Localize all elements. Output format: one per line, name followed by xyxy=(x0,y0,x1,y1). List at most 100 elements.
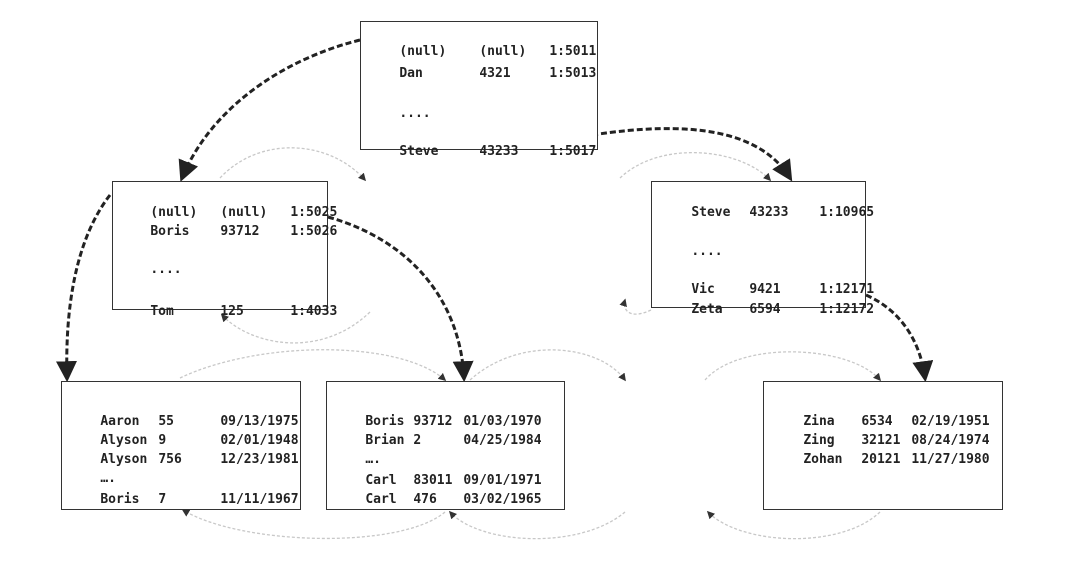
intermediate-index-page-left: (null) (null) 1:5025 Boris 93712 1:5026 ....… xyxy=(112,181,337,319)
page-pointer: 1:5026 xyxy=(290,224,338,239)
sibling-link-leaf3-prev-in xyxy=(704,351,882,382)
pointer-root-to-mid-right xyxy=(591,127,793,182)
date-cell: 02/19/1951 xyxy=(911,414,990,429)
date-cell: 02/01/1948 xyxy=(220,433,299,448)
index-row: (null) (null) 1:5025 xyxy=(119,189,360,237)
sibling-link-left-mid-next xyxy=(219,147,367,182)
key-name: Steve xyxy=(691,205,731,220)
sibling-link-leaf2-prev xyxy=(181,509,446,540)
data-row: Zohan 20121 11/27/1980 xyxy=(772,436,1021,484)
value-cell: 2 xyxy=(413,433,422,448)
value-cell: 476 xyxy=(413,492,437,507)
ellipsis-row: .... xyxy=(660,228,749,276)
name-cell: Boris xyxy=(365,414,405,429)
value-cell: 9 xyxy=(158,433,167,448)
index-row: Boris 93712 1:5026 xyxy=(119,208,360,256)
ellipsis-row: …. xyxy=(334,436,413,484)
data-row: Boris 7 11/11/1967 xyxy=(69,476,330,524)
data-row: Aaron 55 09/13/1975 xyxy=(69,398,330,446)
date-cell: 11/11/1967 xyxy=(220,492,299,507)
ellipsis: …. xyxy=(365,452,381,467)
name-cell: Alyson xyxy=(100,452,148,467)
key-value: (null) xyxy=(220,205,268,220)
key-name: (null) xyxy=(399,44,447,59)
key-value: 93712 xyxy=(220,224,260,239)
ellipsis: .... xyxy=(399,106,431,121)
key-value: 125 xyxy=(220,304,244,319)
leaf-data-page-1: Aaron 55 09/13/1975 Alyson 9 02/01/1948 Alys… xyxy=(61,381,301,510)
date-cell: 01/03/1970 xyxy=(463,414,542,429)
name-cell: Aaron xyxy=(100,414,140,429)
sibling-link-left-mid-prev xyxy=(220,311,371,344)
ellipsis: …. xyxy=(100,471,116,486)
index-row: (null) (null) 1:5011 xyxy=(368,28,629,76)
name-cell: Zohan xyxy=(803,452,843,467)
ellipsis-row: …. xyxy=(69,455,158,503)
ellipsis: .... xyxy=(691,244,723,259)
sibling-link-right-mid-next xyxy=(619,152,772,182)
date-cell: 03/02/1965 xyxy=(463,492,542,507)
value-cell: 32121 xyxy=(861,433,901,448)
pointer-mid-left-to-leaf-1 xyxy=(56,194,112,383)
ellipsis-row: .... xyxy=(368,90,479,138)
key-name: Zeta xyxy=(691,302,723,317)
key-value: (null) xyxy=(479,44,527,59)
index-row: Steve 43233 1:5017 xyxy=(368,128,629,176)
data-row: Carl 83011 09/01/1971 xyxy=(334,457,573,505)
name-cell: Alyson xyxy=(100,433,148,448)
page-pointer: 1:10965 xyxy=(819,205,875,220)
page-pointer: 1:5025 xyxy=(290,205,338,220)
ellipsis-row: .... xyxy=(119,246,220,294)
key-value: 9421 xyxy=(749,282,781,297)
page-pointer: 1:4033 xyxy=(290,304,338,319)
sibling-link-leaf2-next xyxy=(469,349,626,382)
page-pointer: 1:12171 xyxy=(819,282,875,297)
key-name: Boris xyxy=(150,224,190,239)
date-cell: 08/24/1974 xyxy=(911,433,990,448)
data-row: Carl 476 03/02/1965 xyxy=(334,476,573,524)
key-value: 43233 xyxy=(749,205,789,220)
data-row: Alyson 756 12/23/1981 xyxy=(69,436,330,484)
date-cell: 09/01/1971 xyxy=(463,473,542,488)
key-name: Vic xyxy=(691,282,715,297)
key-value: 43233 xyxy=(479,144,519,159)
value-cell: 20121 xyxy=(861,452,901,467)
name-cell: Boris xyxy=(100,492,140,507)
sibling-link-leaf1-next xyxy=(179,349,447,382)
value-cell: 6534 xyxy=(861,414,893,429)
name-cell: Zing xyxy=(803,433,835,448)
page-pointer: 1:5017 xyxy=(549,144,597,159)
date-cell: 04/25/1984 xyxy=(463,433,542,448)
value-cell: 756 xyxy=(158,452,182,467)
pointer-mid-left-to-leaf-2 xyxy=(327,215,474,383)
date-cell: 09/13/1975 xyxy=(220,414,299,429)
value-cell: 83011 xyxy=(413,473,453,488)
sibling-link-leaf2-next-return xyxy=(448,510,626,540)
value-cell: 7 xyxy=(158,492,167,507)
data-row: Zing 32121 08/24/1974 xyxy=(772,417,1021,465)
key-name: Tom xyxy=(150,304,174,319)
index-row: Tom 125 1:4033 xyxy=(119,288,360,336)
key-name: Steve xyxy=(399,144,439,159)
sibling-link-right-mid-prev xyxy=(619,298,652,315)
page-pointer: 1:5013 xyxy=(549,66,597,81)
page-pointer: 1:5011 xyxy=(549,44,597,59)
name-cell: Carl xyxy=(365,473,397,488)
key-name: (null) xyxy=(150,205,198,220)
date-cell: 11/27/1980 xyxy=(911,452,990,467)
value-cell: 55 xyxy=(158,414,174,429)
ellipsis: .... xyxy=(150,262,182,277)
sibling-link-leaf3-prev-out xyxy=(706,510,881,540)
index-row: Vic 9421 1:12171 xyxy=(660,266,899,314)
date-cell: 12/23/1981 xyxy=(220,452,299,467)
name-cell: Carl xyxy=(365,492,397,507)
page-pointer: 1:12172 xyxy=(819,302,875,317)
